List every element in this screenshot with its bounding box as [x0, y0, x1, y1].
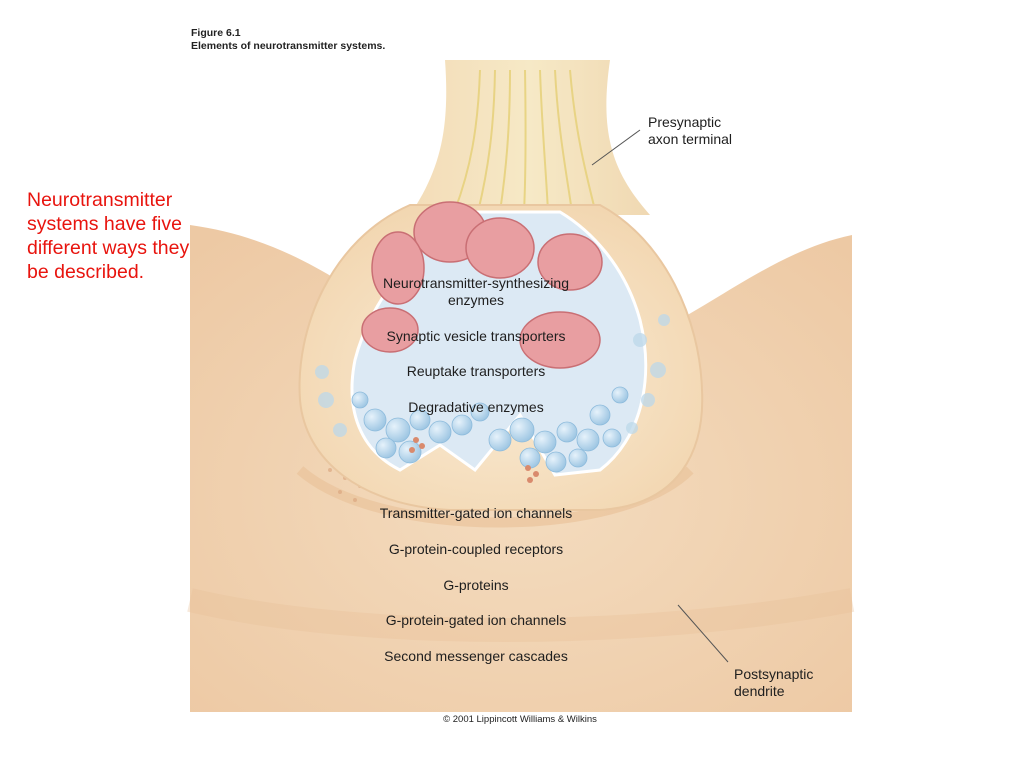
dendrite-shadow — [187, 588, 855, 642]
label-transmitter-gated-channels: Transmitter-gated ion channels — [379, 505, 573, 521]
label-degradative-enzymes: Degradative enzymes — [408, 399, 544, 415]
label-vesicle-transporters: Synaptic vesicle transporters — [386, 328, 566, 344]
label-second-messenger: Second messenger cascades — [384, 648, 568, 664]
presynaptic-label: Presynaptic axon terminal — [648, 114, 733, 147]
postsynaptic-label: Postsynaptic dendrite — [734, 666, 814, 699]
synaptic-vesicles — [351, 386, 629, 473]
released-transmitter — [409, 437, 539, 483]
mitochondrion — [371, 231, 425, 305]
mitochondrion — [361, 307, 419, 353]
figure-header: Figure 6.1 Elements of neurotransmitter … — [191, 27, 385, 53]
figure-number: Figure 6.1 — [191, 27, 241, 39]
label-reuptake-transporters: Reuptake transporters — [406, 363, 546, 379]
figure-title: Elements of neurotransmitter systems. — [191, 40, 386, 52]
presynaptic-callout-line — [591, 129, 641, 166]
label-g-protein-gated-channels: G-protein-gated ion channels — [385, 612, 567, 628]
label-gpcr: G-protein-coupled receptors — [388, 541, 564, 557]
mitochondrion — [465, 217, 535, 279]
outer-vesicles — [315, 314, 670, 437]
label-g-proteins: G-proteins — [443, 577, 509, 593]
postsynaptic-callout-line — [677, 604, 729, 663]
microtubules — [454, 69, 596, 213]
axon-shaft — [410, 60, 650, 215]
mitochondrion — [519, 311, 601, 369]
copyright: © 2001 Lippincott Williams & Wilkins — [443, 714, 597, 725]
side-note: Neurotransmitter systems have five diffe… — [27, 189, 227, 283]
mitochondrion — [537, 233, 603, 291]
mitochondria — [361, 201, 603, 369]
label-synthesizing-enzymes: Neurotransmitter-synthesizing enzymes — [383, 275, 569, 308]
